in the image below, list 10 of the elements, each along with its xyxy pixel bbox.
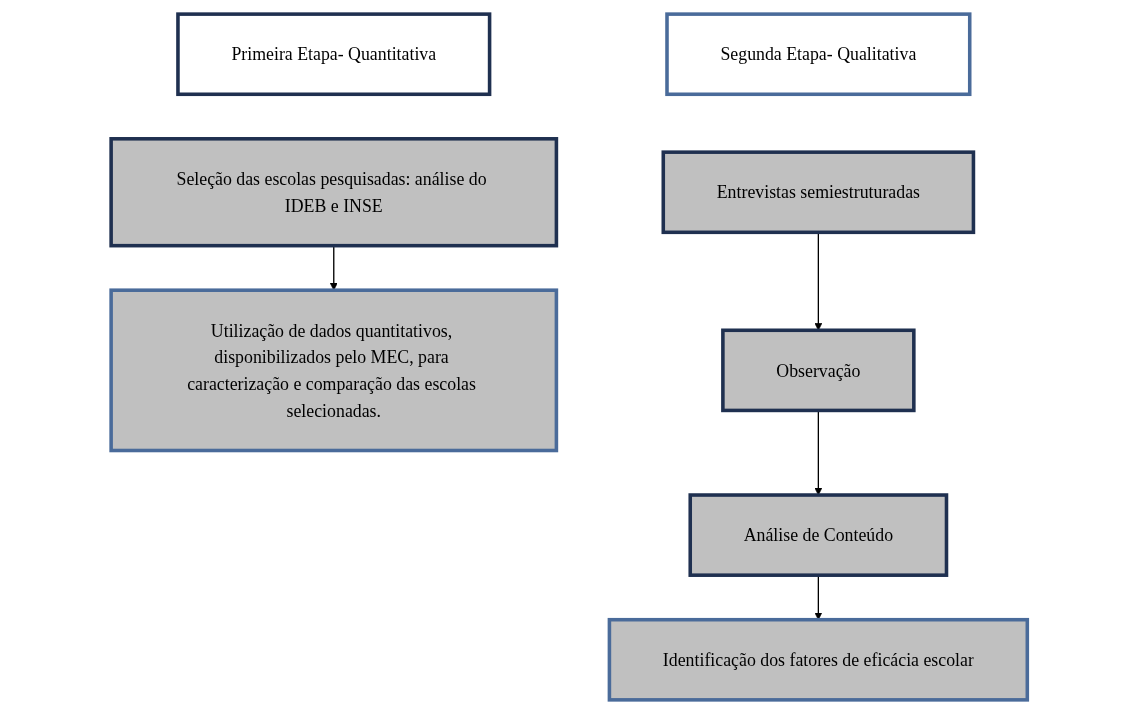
node-box: Primeira Etapa- Quantitativa <box>176 11 492 96</box>
node-box: Identificação dos fatores de eficácia escolar <box>607 617 1030 702</box>
node-box: Seleção das escolas pesquisadas: análise do IDEB e INSE <box>109 136 559 247</box>
arrow <box>814 409 823 495</box>
node-box: Entrevistas semiestruturadas <box>661 149 976 234</box>
node-box: Utilização de dados quantitativos, disponibilizados pelo MEC, para caracterização e comparação das escolas selecionadas. <box>109 287 559 452</box>
node-box: Observação <box>721 328 916 412</box>
node-box: Análise de Conteúdo <box>688 492 949 577</box>
arrow <box>814 574 823 620</box>
node-box: Segunda Etapa- Qualitativa <box>665 11 972 96</box>
